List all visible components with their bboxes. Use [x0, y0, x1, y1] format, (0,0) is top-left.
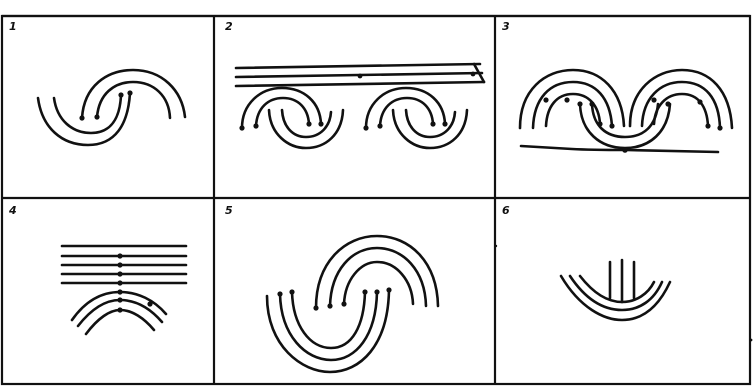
- panel-1-motif: [38, 70, 185, 145]
- panel-4-label: 4: [8, 204, 17, 217]
- panel-3-label: 3: [502, 20, 510, 33]
- panel-2-motif: [236, 64, 484, 148]
- grid-frame: [2, 16, 750, 384]
- panel-4-motif: [62, 246, 186, 334]
- panel-2-label: 2: [225, 20, 233, 33]
- panel-6-motif: [495, 245, 753, 342]
- panel-1-label: 1: [9, 20, 17, 33]
- panel-6-label: 6: [502, 204, 510, 217]
- panel-5-label: 5: [225, 204, 233, 217]
- panel-5-motif: [267, 236, 438, 372]
- panel-3-motif: [520, 70, 732, 153]
